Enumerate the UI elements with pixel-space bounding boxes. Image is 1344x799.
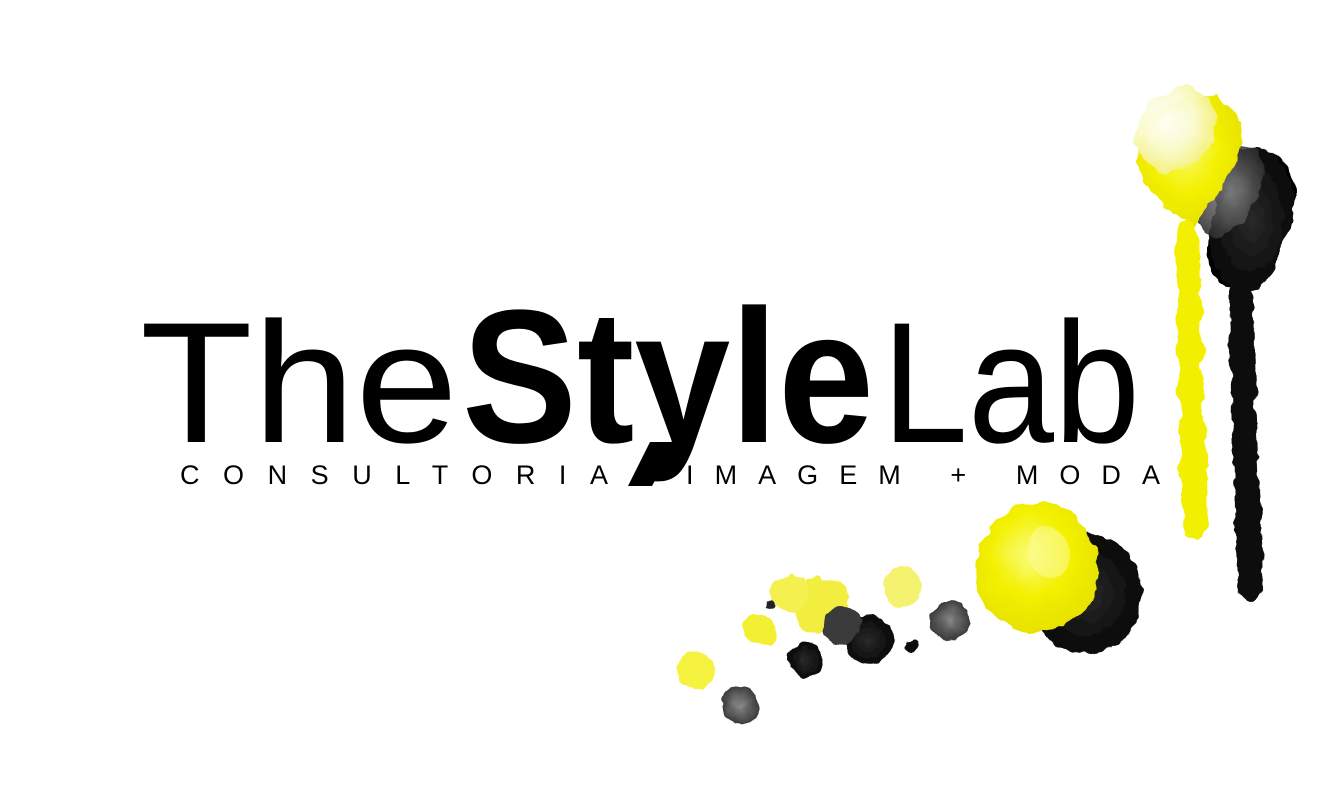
- drip-splash-top-right: [1135, 87, 1297, 601]
- yellow-splat-highlight: [1028, 525, 1070, 578]
- style-y-descender: [628, 442, 676, 486]
- black-drip-stream: [1229, 272, 1264, 601]
- pale-drip-blot: [1135, 87, 1217, 173]
- wordmark-the: The: [140, 287, 458, 479]
- paint-splash-group: [677, 87, 1297, 724]
- wordmark-lab: Lab: [882, 287, 1140, 479]
- wordmark: The Style Lab: [140, 271, 1140, 486]
- grey-dot: [721, 686, 759, 724]
- grey-dot-blot: [823, 605, 861, 645]
- splat-dots-trail: [677, 569, 969, 724]
- yellow-dot: [677, 653, 715, 691]
- yellow-dot: [744, 614, 776, 646]
- yellow-dot: [772, 576, 808, 612]
- grey-dot: [931, 601, 969, 639]
- splat-cluster-lower-right: [975, 503, 1143, 654]
- black-dot: [905, 639, 919, 653]
- black-dot: [765, 600, 775, 610]
- yellow-dot: [884, 569, 922, 607]
- black-dot: [788, 643, 822, 677]
- yellow-drip-stream: [1175, 220, 1209, 541]
